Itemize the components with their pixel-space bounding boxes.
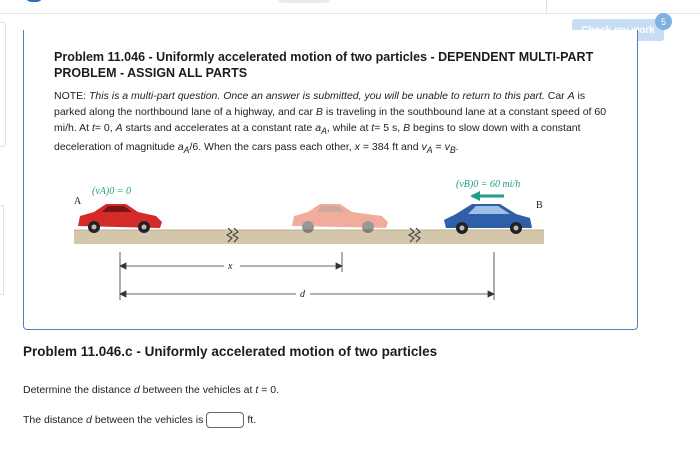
unit-label: ft. <box>247 414 257 426</box>
dim-x-label: x <box>227 261 233 272</box>
dim-d-label: d <box>300 289 306 300</box>
text: is parked along the northbound lane of a… <box>54 90 586 118</box>
text: /6. When the cars pass each other, <box>189 141 352 154</box>
var-a: A <box>567 90 575 102</box>
sub-a: A <box>183 145 190 156</box>
text: = 0, <box>94 122 113 134</box>
var-d: d <box>86 414 92 426</box>
road <box>74 230 544 244</box>
top-bar <box>0 0 700 14</box>
text: . <box>455 141 459 154</box>
top-divider <box>546 0 547 14</box>
var-a-accel: a <box>177 141 184 154</box>
var-a-accel: a <box>315 122 322 134</box>
var-b: B <box>403 122 411 134</box>
text: = 5 s, <box>374 122 401 134</box>
var-t: t <box>255 384 259 396</box>
car-b-icon <box>444 204 532 234</box>
label-car-a: A <box>74 196 82 207</box>
text: = <box>435 141 442 154</box>
arrow-left-icon <box>470 191 504 201</box>
attempts-badge: 5 <box>655 13 672 30</box>
answer-row: The distance d between the vehicles is f… <box>23 412 256 428</box>
side-panel-edge-lower <box>0 205 4 295</box>
var-v: v <box>421 141 427 154</box>
problem-title: Problem 11.046 - Uniformly accelerated m… <box>54 50 594 80</box>
var-t: t <box>371 122 375 134</box>
part-title: Problem 11.046.c - Uniformly accelerated… <box>23 344 438 359</box>
problem-figure: A B (vA)0 = 0 (vB)0 = 60 mi/h x d <box>74 179 544 300</box>
road-break-right <box>408 227 421 243</box>
text: between the vehicles at <box>142 384 253 396</box>
problem-statement: NOTE: This is a multi-part question. Onc… <box>54 88 614 158</box>
text: Car <box>547 90 565 102</box>
tab-indicator <box>24 0 44 2</box>
sub-a: A <box>426 145 433 156</box>
var-d: d <box>133 384 140 396</box>
label-va0: (vA)0 = 0 <box>92 186 131 197</box>
top-pill[interactable] <box>278 0 330 3</box>
text: starts and accelerates at a constant rat… <box>125 122 313 134</box>
text: begins to slow down with a constant dece… <box>54 122 581 154</box>
var-v: v <box>444 141 450 154</box>
text: is traveling in the southbound lane at a… <box>54 106 607 134</box>
note-text: This is a multi-part question. Once an a… <box>89 90 545 102</box>
var-a: A <box>115 122 123 134</box>
text: The distance <box>23 414 84 426</box>
text: , while at <box>326 122 369 134</box>
var-b: B <box>315 106 323 118</box>
car-a-icon <box>78 204 162 233</box>
dimension-x <box>119 252 343 272</box>
car-a-later-icon <box>292 204 388 233</box>
question-text: Determine the distance d between the veh… <box>23 384 279 396</box>
text: Determine the distance <box>23 384 131 396</box>
distance-answer-input[interactable] <box>206 412 245 428</box>
dimension-d <box>119 252 495 300</box>
text: between the vehicles is <box>94 414 204 426</box>
side-panel-edge <box>0 22 6 147</box>
text: = 384 ft and <box>362 141 419 154</box>
label-vb0: (vB)0 = 60 mi/h <box>456 179 520 190</box>
var-x: x <box>354 141 360 154</box>
text: = 0. <box>261 384 279 396</box>
var-t: t <box>91 122 95 134</box>
road-break-left <box>226 227 239 243</box>
sub-a: A <box>321 126 327 137</box>
sub-b: B <box>449 145 456 156</box>
label-car-b: B <box>536 200 543 211</box>
problem-panel <box>23 30 638 330</box>
note-prefix: NOTE: <box>54 90 87 102</box>
